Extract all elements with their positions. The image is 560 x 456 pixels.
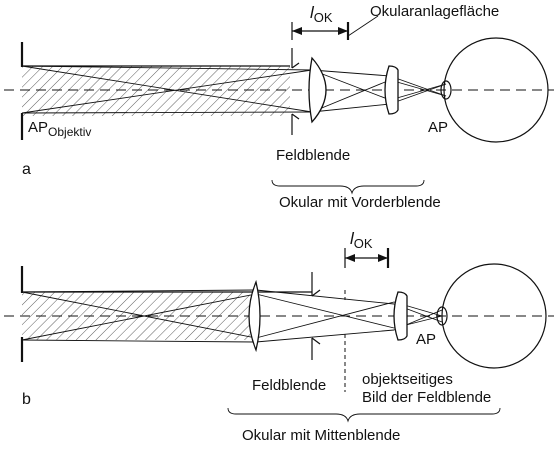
field-stop-upper-tick-b	[311, 289, 321, 297]
eye-pupil-label-b: AP	[416, 331, 436, 348]
field-lens-a	[308, 56, 327, 124]
dim-arrowhead-left-a	[292, 27, 302, 35]
panel-a: lOK Okularanlagefläche APObjektiv AP Fel…	[4, 3, 554, 211]
dim-symbol-b: l	[350, 229, 355, 248]
eye-lens-crystalline-a	[440, 80, 452, 100]
objective-light-cone-a	[22, 66, 290, 116]
exit-pupil-sub-a: Objektiv	[48, 125, 91, 139]
eyeball-a	[443, 37, 549, 143]
panel-b: lOK AP Feldblende objektseitiges Bild de…	[4, 229, 554, 444]
group-brace-b	[227, 407, 501, 423]
dim-sub-b: OK	[354, 236, 373, 251]
eyecup-label-a: Okularanlagefläche	[370, 3, 499, 20]
exit-pupil-label-a: APObjektiv	[28, 119, 91, 139]
eye-lens-b	[393, 291, 408, 341]
dim-symbol-a: l	[310, 3, 315, 22]
field-stop-upper-tick-a	[291, 62, 300, 69]
eye-lens-crystalline-b	[436, 306, 448, 326]
field-stop-lower-tick-a	[291, 113, 300, 120]
group-label-b: Okular mit Mittenblende	[242, 427, 400, 444]
dim-sub-a: OK	[314, 10, 333, 25]
panel-letter-b: b	[22, 391, 31, 408]
eye-lens-a	[384, 65, 399, 115]
field-stop-label-a: Feldblende	[276, 147, 350, 164]
dim-arrowhead-left-b	[345, 254, 355, 262]
ray-bundle-a	[21, 65, 447, 114]
field-lens-b	[248, 279, 261, 353]
eye-pupil-label-a: AP	[428, 119, 448, 136]
dim-label-a: lOK	[310, 3, 333, 25]
dim-arrowhead-right-b	[378, 254, 388, 262]
image-label-line2-b: Bild der Feldblende	[362, 389, 491, 406]
image-label-line1-b: objektseitiges	[362, 371, 453, 388]
dim-arrowhead-right-a	[338, 27, 348, 35]
panel-letter-a: a	[22, 161, 31, 178]
field-stop-label-b: Feldblende	[252, 377, 326, 394]
ray-bundle-b	[21, 289, 443, 343]
dim-label-b: lOK	[350, 229, 373, 251]
group-brace-a	[271, 179, 425, 195]
eyecup-leader-a	[347, 15, 379, 37]
field-stop-lower-tick-b	[311, 337, 321, 345]
exit-pupil-main-a: AP	[28, 119, 48, 136]
eyeball-b	[441, 263, 547, 369]
group-label-a: Okular mit Vorderblende	[279, 194, 441, 211]
